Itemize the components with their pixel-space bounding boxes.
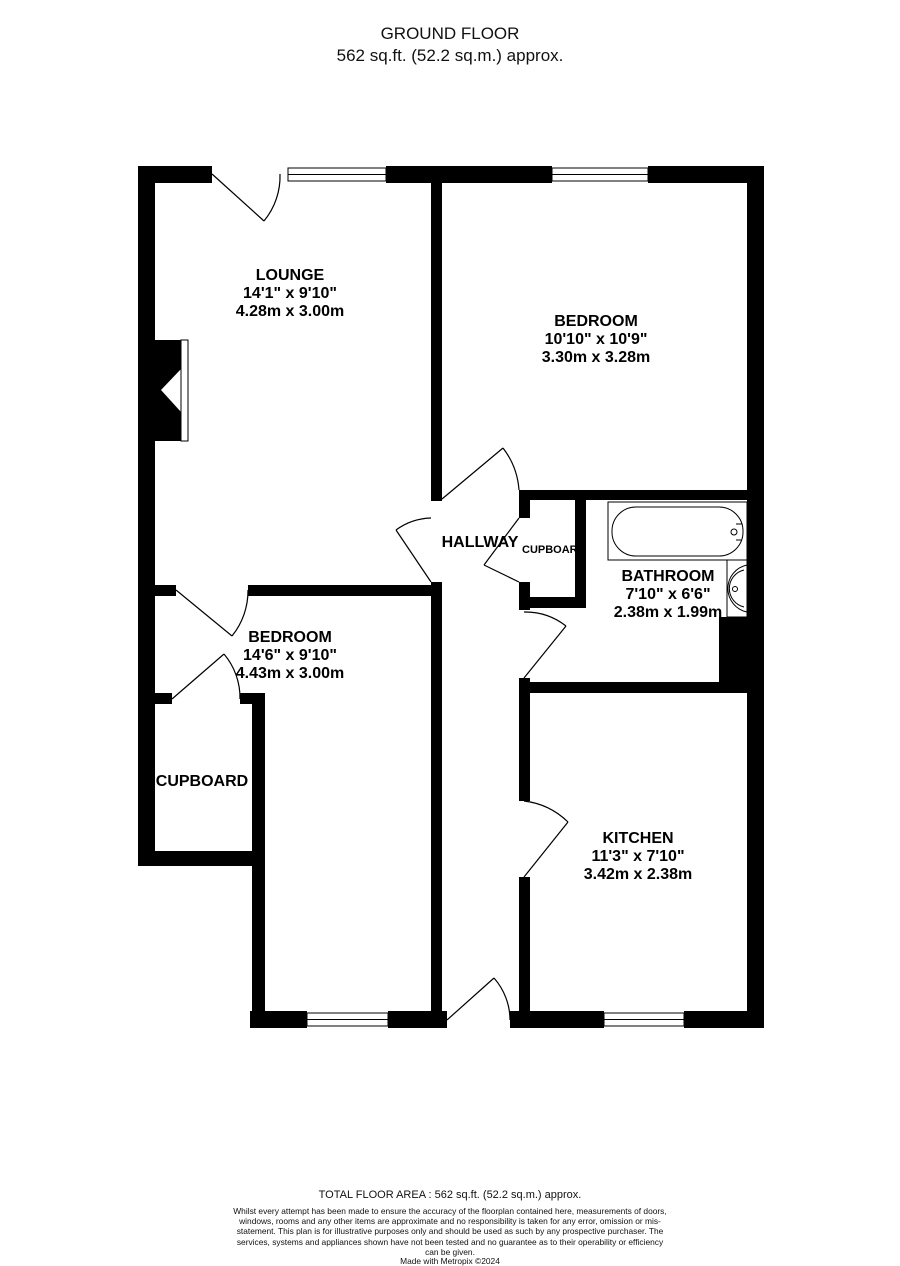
wall-bottom-right-a [510, 1011, 604, 1028]
windows [287, 167, 685, 1027]
wall-right-outer [747, 166, 764, 1028]
wall-hall-cupboard-left-bot [519, 582, 530, 610]
wall-kitchen-top [519, 682, 764, 693]
wall-top-right [648, 166, 764, 183]
bedroom2-metric: 4.43m x 3.00m [236, 665, 345, 682]
bathtub [607, 501, 748, 561]
wall-bottom-right-b [684, 1011, 764, 1028]
wall-lounge-bottom-right [248, 585, 442, 596]
wall-top-mid [386, 166, 552, 183]
bedroom1-metric: 3.30m x 3.28m [542, 349, 651, 366]
lounge-label: LOUNGE 14'1" x 9'10" 4.28m x 3.00m [236, 267, 345, 320]
bedroom2-label: BEDROOM 14'6" x 9'10" 4.43m x 3.00m [236, 629, 345, 682]
bedroom2-name: BEDROOM [248, 629, 332, 646]
door-front-entrance [446, 977, 511, 1021]
wall-cupboard-bottom [138, 851, 265, 866]
door-kitchen [523, 800, 569, 878]
door-hall-cupboard [483, 517, 520, 583]
door-lounge-hall [395, 517, 432, 583]
wall-left-outer [138, 166, 155, 866]
hall-cupboard-name: CUPBOARD [522, 544, 586, 556]
wall-hall-cupboard-bottom [519, 597, 586, 608]
wall-lounge-bottom-left [138, 585, 176, 596]
bathroom-cabinet [719, 617, 764, 685]
bathroom-label: BATHROOM 7'10" x 6'6" 2.38m x 1.99m [614, 568, 723, 621]
bedroom2-imperial: 14'6" x 9'10" [243, 647, 337, 664]
lounge-metric: 4.28m x 3.00m [236, 303, 345, 320]
floor-title: GROUND FLOOR [380, 24, 520, 43]
door-cupboard [171, 653, 241, 700]
lounge-imperial: 14'1" x 9'10" [243, 285, 337, 302]
total-floor-area: TOTAL FLOOR AREA : 562 sq.ft. (52.2 sq.m… [318, 1189, 582, 1201]
wall-bath-left-lower [519, 678, 530, 693]
bedroom1-name: BEDROOM [554, 313, 638, 330]
door-bedroom2 [175, 589, 249, 637]
wall-kitchen-left-bot [519, 877, 530, 1028]
wall-bedroom-bottom-a [519, 490, 747, 500]
hallway-name: HALLWAY [442, 534, 519, 551]
cupboard-name: CUPBOARD [156, 773, 248, 790]
wall-bedroom2-right [431, 582, 442, 1028]
fireplace [155, 339, 189, 442]
bathroom-metric: 2.38m x 1.99m [614, 604, 723, 621]
wall-top-left [138, 166, 212, 183]
wall-lounge-right [431, 183, 442, 501]
wall-hall-cupboard-right [575, 490, 586, 608]
lounge-name: LOUNGE [256, 267, 325, 284]
made-with-credit: Made with Metropix ©2024 [400, 1256, 500, 1266]
wall-cupboard-top-left [138, 693, 172, 704]
bedroom1-imperial: 10'10" x 10'9" [545, 331, 648, 348]
walls [138, 166, 764, 1028]
door-bedroom1 [441, 447, 520, 500]
kitchen-metric: 3.42m x 2.38m [584, 866, 693, 883]
kitchen-label: KITCHEN 11'3" x 7'10" 3.42m x 2.38m [584, 830, 693, 883]
disclaimer: Whilst every attempt has been made to en… [233, 1206, 667, 1257]
floor-area: 562 sq.ft. (52.2 sq.m.) approx. [336, 46, 564, 65]
door-front-lounge [211, 173, 281, 222]
kitchen-imperial: 11'3" x 7'10" [591, 848, 684, 865]
doors [171, 173, 569, 1021]
bathroom-imperial: 7'10" x 6'6" [625, 586, 710, 603]
washbasin [726, 559, 748, 618]
wall-kitchen-left-top [519, 693, 530, 801]
bathroom-name: BATHROOM [621, 568, 714, 585]
bedroom1-label: BEDROOM 10'10" x 10'9" 3.30m x 3.28m [542, 313, 651, 366]
door-bathroom [523, 611, 567, 679]
kitchen-name: KITCHEN [602, 830, 673, 847]
wall-hall-cupboard-left-top [519, 490, 530, 518]
